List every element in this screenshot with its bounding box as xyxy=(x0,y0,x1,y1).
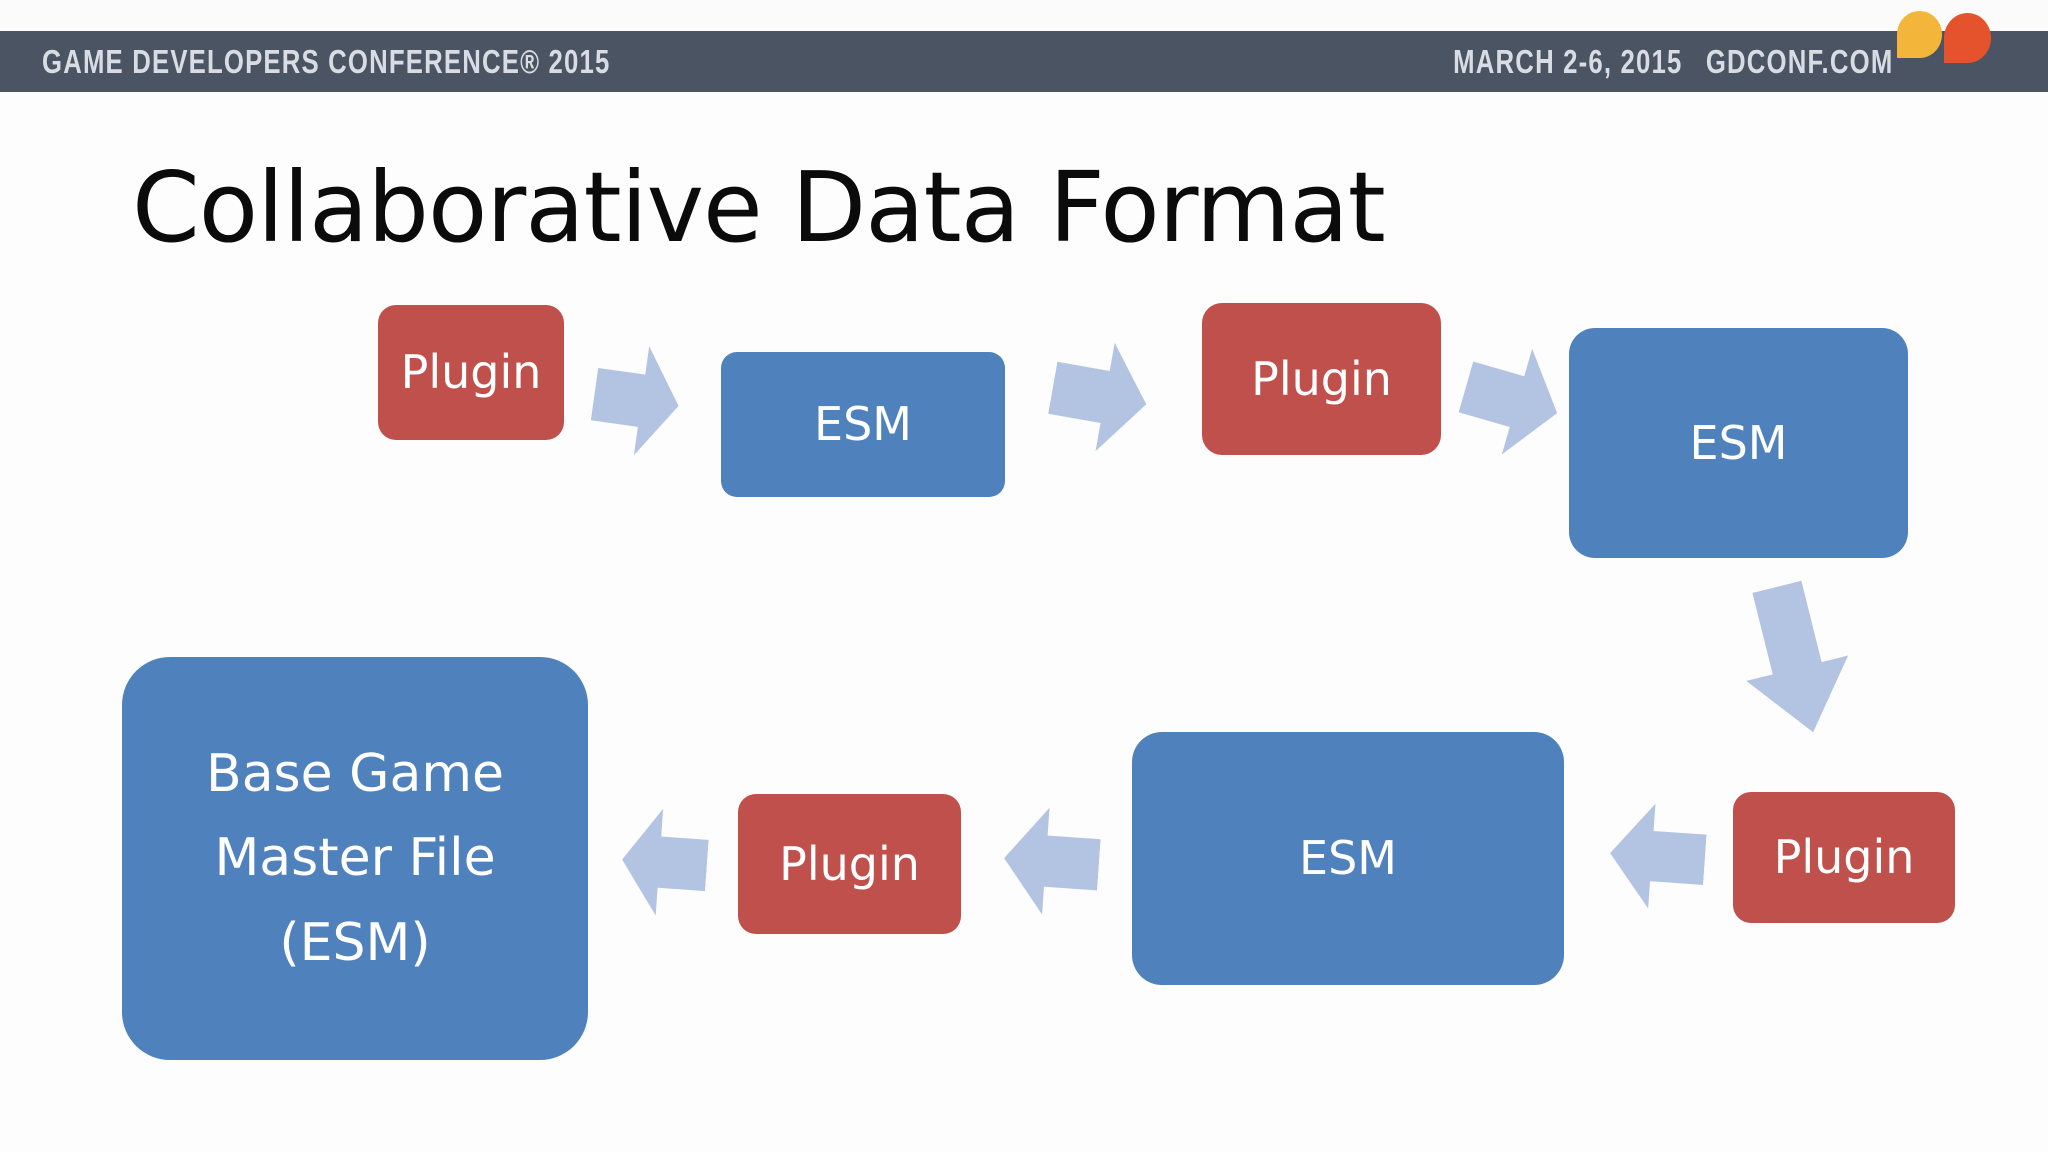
node-label: ESM xyxy=(814,397,912,452)
flow-arrow-left-icon-1 xyxy=(1606,801,1708,912)
node-label-line: Master File xyxy=(214,828,496,889)
flow-arrow-left-icon-3 xyxy=(618,806,710,919)
node-plugin-3: Plugin xyxy=(738,794,961,934)
node-esm-1: ESM xyxy=(721,352,1005,497)
event-website: GDCONF.COM xyxy=(1705,42,1893,80)
node-base-game-master-file: Base Game Master File (ESM) xyxy=(122,657,588,1060)
flow-arrow-right-icon-2 xyxy=(1043,334,1156,459)
node-plugin-4: Plugin xyxy=(1733,792,1955,923)
node-label: Plugin xyxy=(1251,351,1392,406)
node-esm-3: ESM xyxy=(1132,732,1564,985)
node-plugin-2: Plugin xyxy=(1202,303,1441,455)
node-plugin-1: Plugin xyxy=(378,305,564,440)
flow-arrow-right-icon-1 xyxy=(587,340,686,461)
flow-arrow-down-icon xyxy=(1726,574,1864,745)
node-label: Plugin xyxy=(400,345,542,400)
node-label: ESM xyxy=(1299,831,1397,886)
gdc-logo-orange-shape xyxy=(1944,13,1991,63)
node-label-line: Base Game xyxy=(206,744,504,805)
event-date: MARCH 2-6, 2015 xyxy=(1452,42,1683,80)
gdc-logo-yellow-shape xyxy=(1897,11,1942,58)
node-label: Plugin xyxy=(779,836,920,891)
header-bar: GAME DEVELOPERS CONFERENCE® 2015 MARCH 2… xyxy=(0,31,2048,92)
node-label: ESM xyxy=(1689,415,1788,470)
conference-name: GAME DEVELOPERS CONFERENCE® 2015 xyxy=(42,42,611,80)
top-strip xyxy=(0,0,2048,31)
gdc-logo xyxy=(1890,0,2048,70)
slide-title: Collaborative Data Format xyxy=(132,151,1386,264)
flow-arrow-right-icon-3 xyxy=(1451,334,1573,466)
node-esm-2: ESM xyxy=(1569,328,1908,558)
flow-arrow-left-icon-2 xyxy=(1000,805,1102,918)
node-label: Plugin xyxy=(1773,830,1915,885)
header-right-group: MARCH 2-6, 2015 GDCONF.COM xyxy=(1453,31,1893,92)
node-label-line: (ESM) xyxy=(279,912,431,973)
